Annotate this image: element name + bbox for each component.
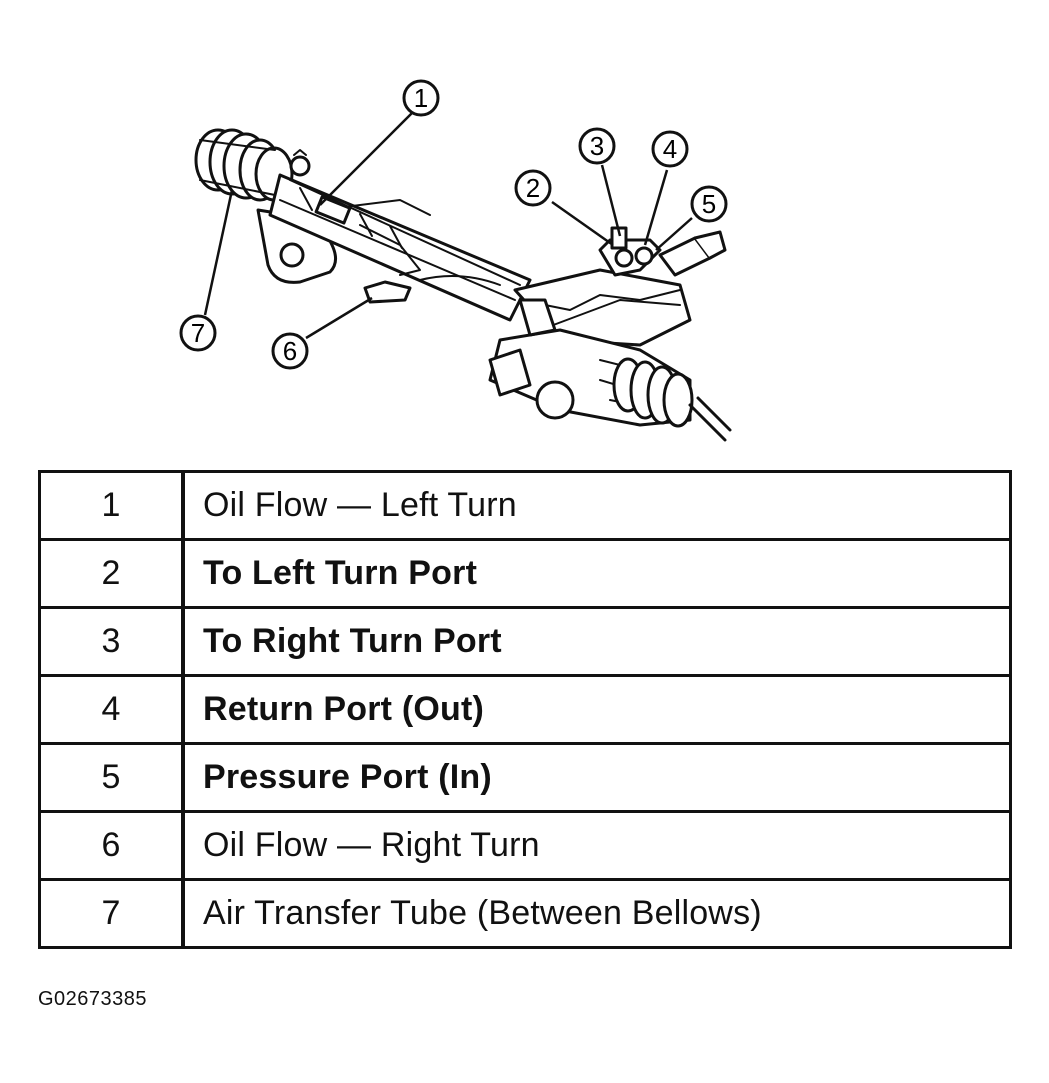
callout-6-label: 6: [283, 336, 297, 366]
steering-rack-illustration: [194, 128, 732, 442]
callout-7: 7: [179, 314, 217, 352]
callout-5-label: 5: [702, 189, 716, 219]
valve-body: [513, 226, 727, 347]
callout-3-label: 3: [590, 131, 604, 161]
legend-number: 3: [38, 606, 185, 677]
legend-description: Oil Flow — Left Turn: [181, 470, 1012, 541]
callout-6: 6: [271, 332, 309, 370]
legend-number: 1: [38, 470, 185, 541]
legend-number: 7: [38, 878, 185, 949]
callout-2: 2: [514, 169, 552, 207]
callout-4: 4: [651, 130, 689, 168]
legend-description: To Left Turn Port: [181, 538, 1012, 609]
callout-2-label: 2: [526, 173, 540, 203]
legend-number: 5: [38, 742, 185, 813]
legend-number: 4: [38, 674, 185, 745]
legend-description: Air Transfer Tube (Between Bellows): [181, 878, 1012, 949]
legend-description: Oil Flow — Right Turn: [181, 810, 1012, 881]
callout-4-label: 4: [663, 134, 677, 164]
callout-7-label: 7: [191, 318, 205, 348]
legend-description: Return Port (Out): [181, 674, 1012, 745]
legend-description: To Right Turn Port: [181, 606, 1012, 677]
legend-description: Pressure Port (In): [181, 742, 1012, 813]
steering-rack-diagram: 1 2 3 4 5 6 7: [179, 79, 732, 442]
legend-number: 6: [38, 810, 185, 881]
callout-5: 5: [690, 185, 728, 223]
right-bellows: [612, 357, 732, 442]
legend-number: 2: [38, 538, 185, 609]
callout-1-label: 1: [414, 83, 428, 113]
callout-3: 3: [578, 127, 616, 165]
leader-lines: [203, 111, 693, 340]
figure-id: G02673385: [38, 988, 148, 1010]
callout-1: 1: [402, 79, 440, 117]
